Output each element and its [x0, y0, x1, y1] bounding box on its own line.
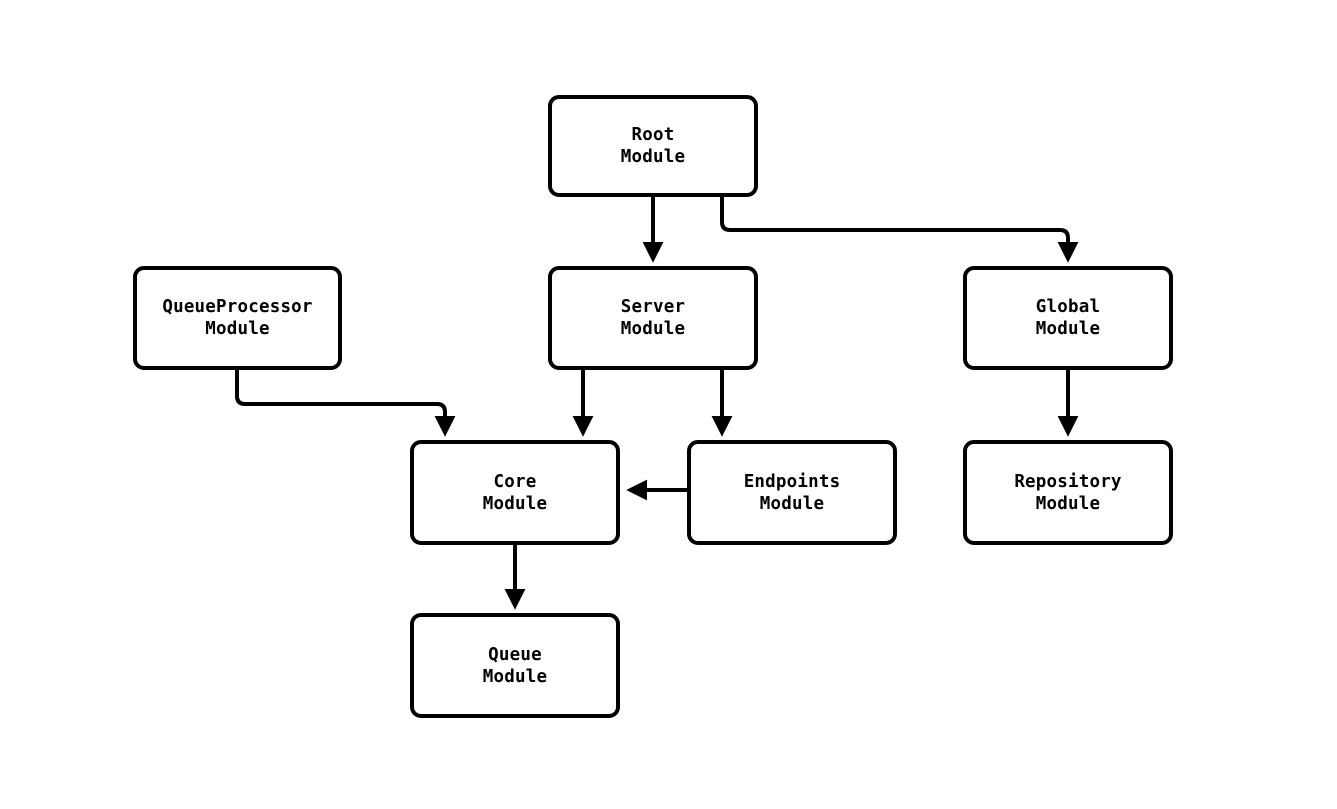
node-global-module-line1: Global: [1035, 297, 1101, 317]
node-queueprocessor-module[interactable]: QueueProcessor Module: [133, 266, 342, 370]
edge-queueprocessor-to-core: [235, 370, 456, 437]
node-global-module[interactable]: Global Module: [963, 266, 1173, 370]
node-global-module-line2: Module: [1035, 319, 1101, 339]
node-core-module[interactable]: Core Module: [410, 440, 620, 545]
node-endpoints-module[interactable]: Endpoints Module: [687, 440, 897, 545]
node-queueprocessor-module-line2: Module: [205, 319, 270, 339]
node-queue-module-line1: Queue: [488, 644, 542, 665]
node-queue-module-line2: Module: [482, 666, 548, 687]
node-root-module-line1: Root: [631, 125, 675, 145]
node-server-module-line1: Server: [620, 297, 686, 317]
node-root-module[interactable]: Root Module: [548, 95, 758, 197]
node-queueprocessor-module-line1: QueueProcessor: [162, 297, 313, 317]
node-repository-module[interactable]: Repository Module: [963, 440, 1173, 545]
node-repository-module-line1: Repository: [1014, 471, 1122, 492]
edge-root-to-global: [720, 197, 1079, 263]
node-core-module-line2: Module: [482, 493, 548, 514]
node-core-module-line1: Core: [493, 471, 537, 492]
node-root-module-line2: Module: [620, 147, 686, 167]
node-queue-module[interactable]: Queue Module: [410, 613, 620, 718]
node-repository-module-line2: Module: [1035, 493, 1101, 514]
node-server-module-line2: Module: [620, 319, 686, 339]
node-endpoints-module-line1: Endpoints: [743, 471, 841, 492]
node-server-module[interactable]: Server Module: [548, 266, 758, 370]
node-endpoints-module-line2: Module: [759, 493, 825, 514]
